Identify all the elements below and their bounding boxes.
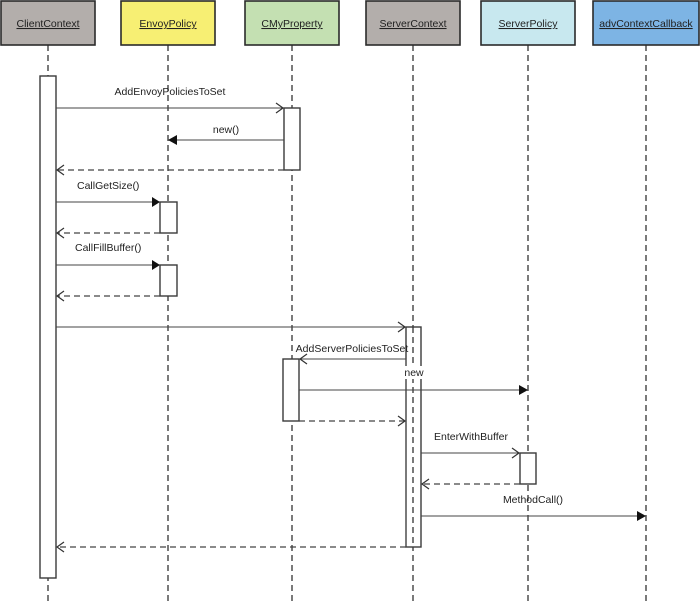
- participant-label: advContextCallback: [599, 18, 693, 30]
- arrowhead-open-icon: [55, 164, 65, 176]
- message-return-to-server-context: [299, 415, 407, 427]
- participant-client-context: ClientContext: [0, 0, 96, 46]
- message-return-from-fill-buffer: [55, 290, 160, 302]
- arrowhead-open-icon: [55, 227, 65, 239]
- message-label: CallFillBuffer(): [75, 242, 141, 254]
- message-new-envoy-policy: new(): [168, 124, 284, 145]
- message-return-from-server-policy: [420, 478, 520, 490]
- message-call-fill-buffer: CallFillBuffer(): [56, 242, 160, 270]
- message-client-to-server-context: [56, 321, 407, 333]
- arrowhead-filled-icon: [519, 385, 528, 395]
- message-label: new: [404, 367, 424, 379]
- participant-label: ClientContext: [16, 18, 79, 30]
- participant-server-context: ServerContext: [365, 0, 461, 46]
- activation-server-policy: [519, 452, 537, 485]
- participant-label: ServerPolicy: [499, 18, 559, 30]
- arrowhead-filled-icon: [637, 511, 646, 521]
- arrowhead-open-icon: [55, 290, 65, 302]
- message-new-server-policy: new: [299, 366, 528, 395]
- arrowhead-open-icon: [511, 447, 521, 459]
- participant-envoy-policy: EnvoyPolicy: [120, 0, 216, 46]
- activation-cmyproperty-2: [282, 358, 300, 422]
- arrowhead-filled-icon: [152, 197, 160, 207]
- arrowhead-filled-icon: [152, 260, 160, 270]
- message-call-get-size: CallGetSize(): [56, 180, 160, 207]
- message-label: EnterWithBuffer: [434, 431, 508, 443]
- arrowhead-open-icon: [420, 478, 430, 490]
- arrowhead-filled-icon: [168, 135, 177, 145]
- message-label: AddServerPoliciesToSet: [296, 343, 409, 355]
- message-label: MethodCall(): [503, 494, 563, 506]
- arrowhead-open-icon: [298, 353, 308, 365]
- participant-label: ServerContext: [379, 18, 446, 30]
- message-add-envoy-policies-to-set: AddEnvoyPoliciesToSet: [56, 86, 285, 114]
- arrowhead-open-icon: [397, 415, 407, 427]
- participant-box: [592, 0, 700, 46]
- message-label: CallGetSize(): [77, 180, 139, 192]
- message-return-from-get-size: [55, 227, 160, 239]
- message-add-server-policies-to-set: AddServerPoliciesToSet: [296, 343, 409, 365]
- participant-cmyproperty: CMyProperty: [244, 0, 340, 46]
- message-return-from-cmyproperty: [55, 164, 284, 176]
- message-return-to-client-context: [55, 541, 406, 553]
- arrowhead-open-icon: [55, 541, 65, 553]
- activation-client-context: [39, 75, 57, 579]
- activation-envoy-policy-2: [159, 264, 178, 297]
- activation-cmyproperty-1: [283, 107, 301, 171]
- participant-label: CMyProperty: [261, 18, 323, 30]
- participant-adv-context-callback: advContextCallback: [592, 0, 700, 46]
- participant-server-policy: ServerPolicy: [480, 0, 576, 46]
- message-label: new(): [213, 124, 239, 136]
- participant-box: [244, 0, 340, 46]
- message-enter-with-buffer: EnterWithBuffer: [421, 431, 521, 459]
- participant-box: [365, 0, 461, 46]
- arrowhead-open-icon: [397, 321, 407, 333]
- message-method-call: MethodCall(): [421, 494, 646, 521]
- participant-box: [480, 0, 576, 46]
- participant-box: [0, 0, 96, 46]
- activation-envoy-policy-1: [159, 201, 178, 234]
- arrowhead-open-icon: [275, 102, 285, 114]
- label-background: [402, 366, 426, 379]
- participant-box: [120, 0, 216, 46]
- participant-label: EnvoyPolicy: [139, 18, 197, 30]
- message-label: AddEnvoyPoliciesToSet: [115, 86, 226, 98]
